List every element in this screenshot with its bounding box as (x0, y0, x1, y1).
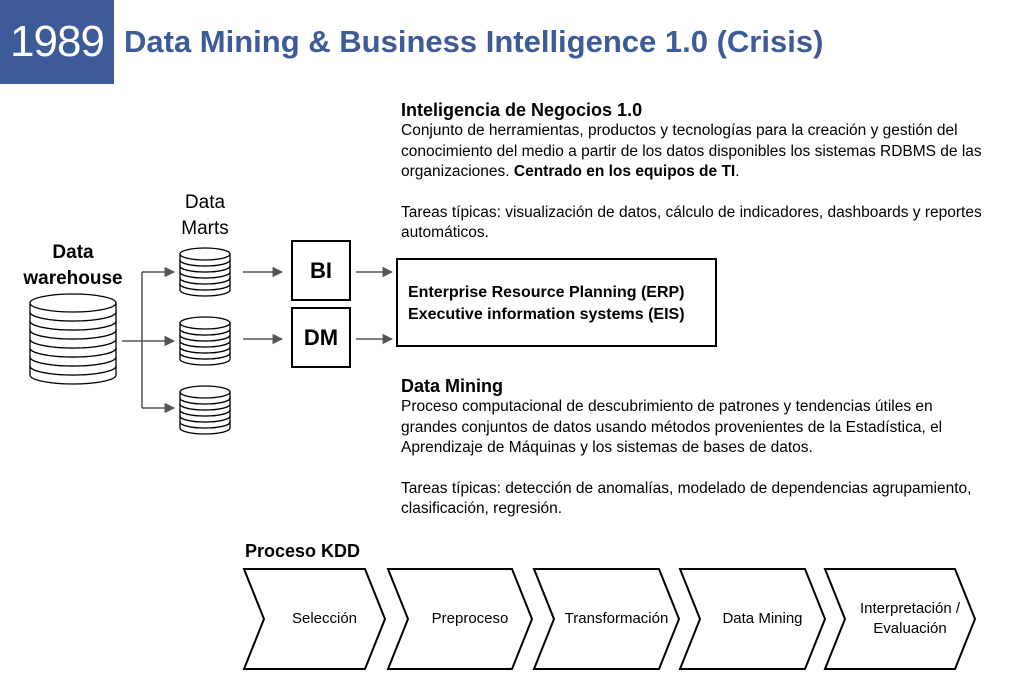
dm-label: DM (303, 324, 339, 350)
kdd-step-data-mining: Data Mining (722, 610, 803, 627)
dm-section: Data Mining Proceso computacional de des… (401, 376, 991, 520)
dm-section-tasks: Tareas típicas: detección de anomalías, … (401, 479, 972, 518)
data-warehouse-text: Data warehouse (23, 242, 123, 289)
data-mart-1-icon (179, 247, 231, 297)
bi-description-text: Conjunto de herramientas, productos y te… (401, 122, 982, 180)
bi-label: BI (310, 257, 332, 283)
kdd-step-preproceso: Preproceso (431, 610, 509, 627)
kdd-step-seleccion: Selección (291, 610, 358, 627)
kdd-step-1-shape (242, 568, 387, 670)
kdd-step-interpretacion: Interpretación / Evaluación (859, 600, 961, 637)
page-title: Data Mining & Business Intelligence 1.0 … (124, 24, 824, 59)
year-badge: 1989 (0, 0, 114, 84)
kdd-step-2-shape (386, 568, 534, 670)
data-mart-3-icon (179, 385, 231, 435)
data-mart-2-icon (179, 316, 231, 366)
disk-top (179, 316, 231, 330)
disk-top (179, 385, 231, 399)
bi-section: Inteligencia de Negocios 1.0 Conjunto de… (401, 100, 991, 244)
kdd-step-transformacion: Transformación (564, 610, 669, 627)
bi-description-bold: Centrado en los equipos de TI (513, 163, 736, 180)
eis-label: Executive information systems (EIS) (408, 306, 685, 323)
disk-top (179, 247, 231, 261)
kdd-step-4-shape (678, 568, 827, 670)
kdd-step-3-shape (532, 568, 681, 670)
kdd-step-5-shape (823, 568, 977, 670)
bi-description-end: . (735, 163, 740, 180)
year-label: 1989 (10, 17, 105, 66)
data-warehouse-icon (29, 293, 117, 385)
kdd-title: Proceso KDD (245, 541, 361, 561)
erp-label: Enterprise Resource Planning (ERP) (408, 284, 685, 301)
disk-top (29, 293, 117, 313)
data-marts-label: Data Marts (170, 190, 240, 242)
bi-section-title: Inteligencia de Negocios 1.0 (401, 100, 643, 120)
data-warehouse-label: Data warehouse (10, 240, 136, 292)
dm-section-description: Proceso computacional de descubrimiento … (401, 398, 943, 456)
data-marts-text: Data Marts (181, 192, 229, 239)
warehouse-connector (122, 266, 176, 414)
dm-section-title: Data Mining (401, 376, 503, 396)
dm-box: DM (291, 307, 351, 368)
bi-section-description: Conjunto de herramientas, productos y te… (401, 121, 991, 183)
erp-eis-box: Enterprise Resource Planning (ERP) Execu… (396, 258, 717, 347)
bi-section-tasks: Tareas típicas: visualización de datos, … (401, 203, 982, 242)
bi-box: BI (291, 240, 351, 301)
